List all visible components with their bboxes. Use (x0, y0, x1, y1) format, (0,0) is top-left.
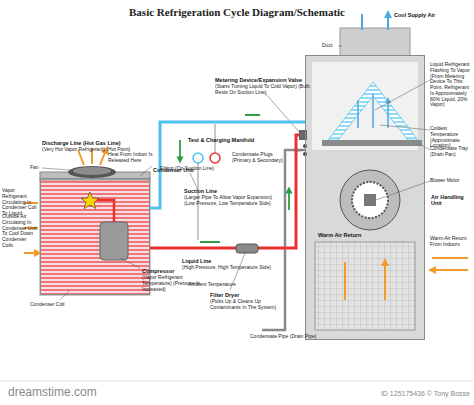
high-gauge (210, 153, 220, 163)
callout-label: Cool Supply Air (394, 12, 454, 18)
callout-label: Blower Motor (430, 178, 474, 184)
callout-label: Condensate Tray (Drain Pan) (430, 146, 474, 158)
suction-line (150, 122, 305, 208)
liquid-line (150, 135, 305, 248)
callout-label: Fitting (On Suction Line) (160, 166, 230, 172)
duct (340, 28, 410, 58)
return-filter (315, 242, 415, 330)
callout-label: Condenser Coil (30, 302, 80, 308)
drain-pan (322, 140, 422, 146)
callout-label: Metering Device/Expansion Valve (215, 77, 315, 83)
callout-label: Outside Air Circulating In Condenser Uni… (2, 214, 38, 249)
callout-label: Vapor Refrigerant Circulating In Condens… (2, 188, 38, 217)
callout-label: Compressor (142, 268, 192, 274)
air-handling-unit: Air Handling Unit (305, 55, 425, 340)
callout-label: Condensate Plugs (Primary & Secondary) (232, 152, 287, 164)
condensate-pipe (262, 150, 305, 330)
low-gauge (193, 153, 203, 163)
callout-label: Warm Air Return (318, 232, 378, 238)
leader-lines (42, 46, 430, 300)
blower-motor (364, 194, 376, 206)
fan (73, 167, 111, 175)
callout-label: Filter Dryer (210, 292, 260, 298)
callout-label: Heat From Indoor Is Released Here (108, 152, 168, 164)
return-arrows (345, 262, 385, 300)
condenser-unit: Condenser Unit (40, 178, 150, 295)
callout-label: (Starts Turning Liquid To Cold Vapor) (B… (215, 84, 310, 96)
cold-air-arrows (358, 94, 388, 128)
cool-air-arrows (362, 14, 388, 30)
evaporator-coil (328, 82, 418, 140)
fan-guard (68, 166, 116, 178)
condenser-coil (40, 178, 150, 295)
callout-label: Warm Air Return From Indoors (430, 236, 474, 248)
callout-label: (Larger Pipe To Allow Vapor Expansion) (… (184, 195, 284, 207)
hot-point-star (81, 192, 99, 209)
coil-section (312, 62, 418, 150)
callout-label: Liquid Line (182, 258, 242, 264)
air-handler-cabinet (305, 55, 425, 340)
discharge-line (97, 200, 114, 222)
blower-housing (340, 170, 400, 230)
callout-label: Suction Line (184, 188, 244, 194)
compressor-body (100, 222, 128, 260)
callout-label: Test & Charging Manifold (188, 137, 268, 143)
callout-label: (High Pressure, High Temperature Side) (182, 265, 272, 271)
callout-label: Condensate Pipe (Drain Pipe) (250, 334, 330, 340)
callout-label: Fan (30, 165, 50, 171)
callout-label: Discharge Line (Hot Gas Line) (42, 140, 132, 146)
watermark: ID 125175436 © Tony Bosse (320, 390, 470, 398)
watermark: dreamstime.com (8, 386, 148, 400)
callout-label: Liquid Refrigerant Flashing To Vapor (Fr… (430, 62, 474, 108)
unit-label: Air Handling Unit (431, 194, 474, 207)
filter-dryer (236, 244, 258, 253)
callout-label: Ambient Temperature (188, 282, 248, 288)
indoor-air-arrows (432, 258, 468, 270)
callout-label: Duct (322, 43, 342, 49)
footer-rule (0, 381, 474, 382)
callout-label: (Picks Up & Cleans Up Contaminants In Th… (210, 299, 290, 311)
blower-wheel (352, 182, 388, 218)
